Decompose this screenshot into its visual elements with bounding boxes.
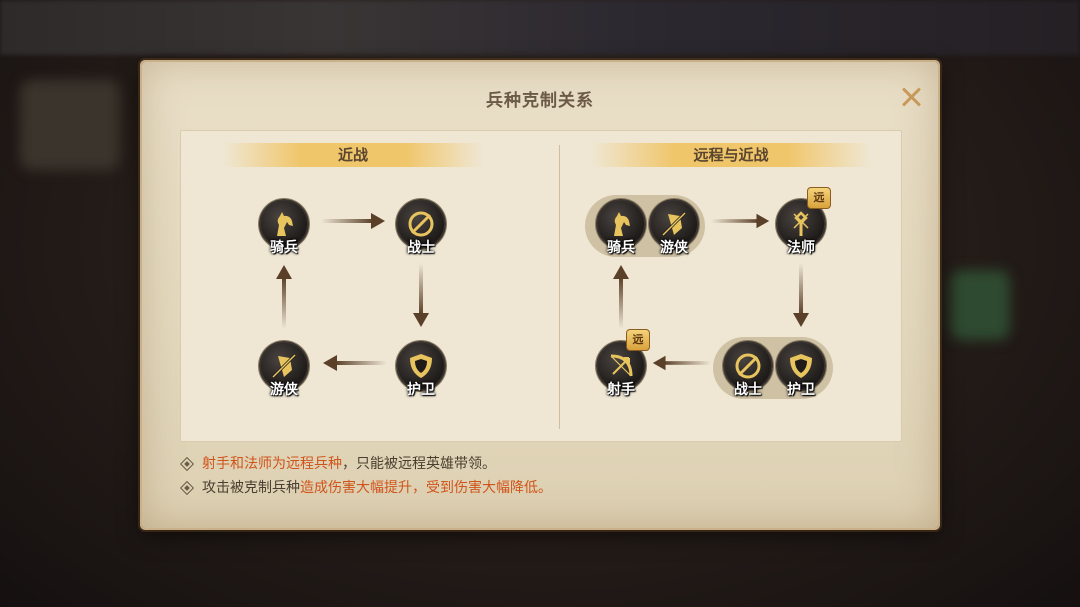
note-counter-effect: 攻击被克制兵种造成伤害大幅提升，受到伤害大幅降低。 [179, 476, 552, 500]
background-blur [20, 80, 120, 170]
sword-shield-icon [723, 341, 773, 391]
ranged-badge: 远 [626, 329, 650, 351]
unit-label: 护卫 [787, 382, 815, 398]
ranged-heading: 远程与近战 [591, 143, 871, 167]
sword-shield-icon [396, 199, 446, 249]
dagger-icon [649, 199, 699, 249]
arrow-down-icon [793, 263, 809, 327]
counter-relationship-dialog: 兵种克制关系 近战 骑兵 战士 游侠 [142, 62, 938, 528]
background-blur [950, 270, 1010, 340]
arrow-up-icon [276, 265, 292, 329]
unit-label: 游侠 [660, 240, 688, 256]
notes: 射手和法师为远程兵种，只能被远程英雄带领。 攻击被克制兵种造成伤害大幅提升，受到… [179, 452, 552, 500]
melee-guard: 护卫 [394, 341, 448, 399]
melee-warrior: 战士 [394, 199, 448, 257]
ranged-cavalry: 骑兵 [594, 199, 648, 257]
ranged-ranger: 游侠 [647, 199, 701, 257]
dialog-title: 兵种克制关系 [486, 91, 594, 111]
background-top-bar [0, 0, 1080, 55]
arrow-left-icon [323, 355, 387, 371]
note-ranged-units: 射手和法师为远程兵种，只能被远程英雄带领。 [179, 452, 552, 476]
unit-label: 战士 [734, 382, 762, 398]
melee-cavalry: 骑兵 [257, 199, 311, 257]
arrow-right-icon [321, 213, 385, 229]
horse-icon [596, 199, 646, 249]
ranged-badge: 远 [807, 187, 831, 209]
melee-heading: 近战 [223, 143, 483, 167]
horse-icon [259, 199, 309, 249]
diamond-bullet-icon [179, 456, 195, 472]
diagram-area: 近战 骑兵 战士 游侠 护卫 [180, 130, 902, 442]
arrow-right-icon [711, 213, 770, 229]
melee-ranger: 游侠 [257, 341, 311, 399]
ranged-guard: 护卫 [774, 341, 828, 399]
unit-label: 法师 [787, 240, 815, 256]
unit-label: 战士 [407, 240, 435, 256]
arrow-up-icon [613, 265, 629, 329]
arrow-down-icon [413, 263, 429, 327]
unit-label: 骑兵 [270, 240, 298, 256]
arrow-left-icon [652, 355, 711, 371]
shield-icon [776, 341, 826, 391]
ranged-warrior: 战士 [721, 341, 775, 399]
unit-label: 射手 [607, 382, 635, 398]
unit-label: 骑兵 [607, 240, 635, 256]
diamond-bullet-icon [179, 480, 195, 496]
dagger-icon [259, 341, 309, 391]
shield-icon [396, 341, 446, 391]
unit-label: 游侠 [270, 382, 298, 398]
close-icon[interactable] [898, 84, 924, 110]
unit-label: 护卫 [407, 382, 435, 398]
section-divider [559, 145, 560, 429]
